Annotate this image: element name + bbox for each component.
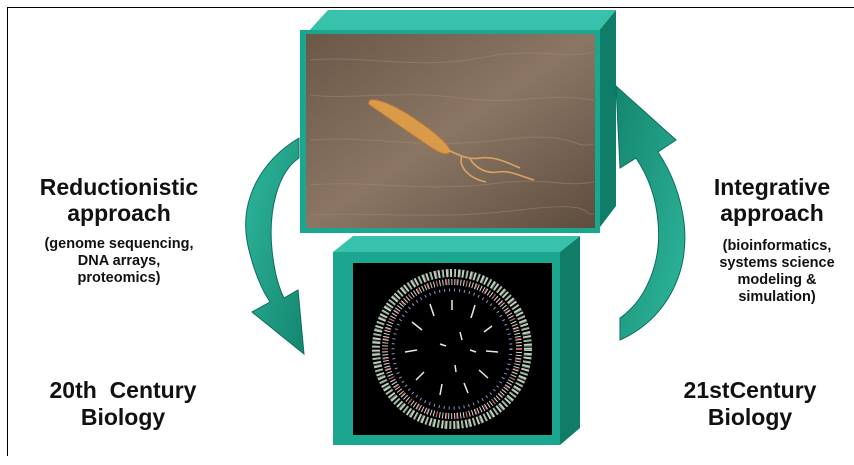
left-detail-line2: DNA arrays, [14, 253, 224, 270]
right-detail-line2: systems science [700, 255, 854, 272]
right-title-line1: Integrative [692, 174, 852, 200]
left-approach-title: Reductionistic approach [14, 174, 224, 226]
bottom-box-side-face [560, 236, 580, 445]
top-image-box [300, 10, 616, 233]
right-approach-title: Integrative approach [692, 174, 852, 226]
left-title-line1: Reductionistic [14, 174, 224, 200]
left-title-line2: approach [14, 200, 224, 226]
bacterium-micrograph [306, 34, 595, 228]
right-approach-details: (bioinformatics, systems science modelin… [700, 238, 854, 306]
bottom-image-box [333, 236, 580, 445]
left-curved-arrow [246, 138, 304, 354]
left-century-line2: Biology [28, 404, 218, 431]
left-approach-details: (genome sequencing, DNA arrays, proteomi… [14, 236, 224, 287]
left-century-line1: 20th Century [28, 377, 218, 404]
left-detail-line1: (genome sequencing, [14, 236, 224, 253]
right-detail-line1: (bioinformatics, [700, 238, 854, 255]
right-century-line1: 21stCentury [660, 377, 840, 404]
top-box-top-face [307, 10, 616, 33]
right-century-line2: Biology [660, 404, 840, 431]
right-detail-line3: modeling & [700, 272, 854, 289]
right-century-label: 21stCentury Biology [660, 377, 840, 431]
right-detail-line4: simulation) [700, 289, 854, 306]
right-title-line2: approach [692, 200, 852, 226]
left-detail-line3: proteomics) [14, 270, 224, 287]
left-century-label: 20th Century Biology [28, 377, 218, 431]
right-curved-arrow [616, 86, 685, 340]
bottom-box-top-face [333, 236, 580, 252]
